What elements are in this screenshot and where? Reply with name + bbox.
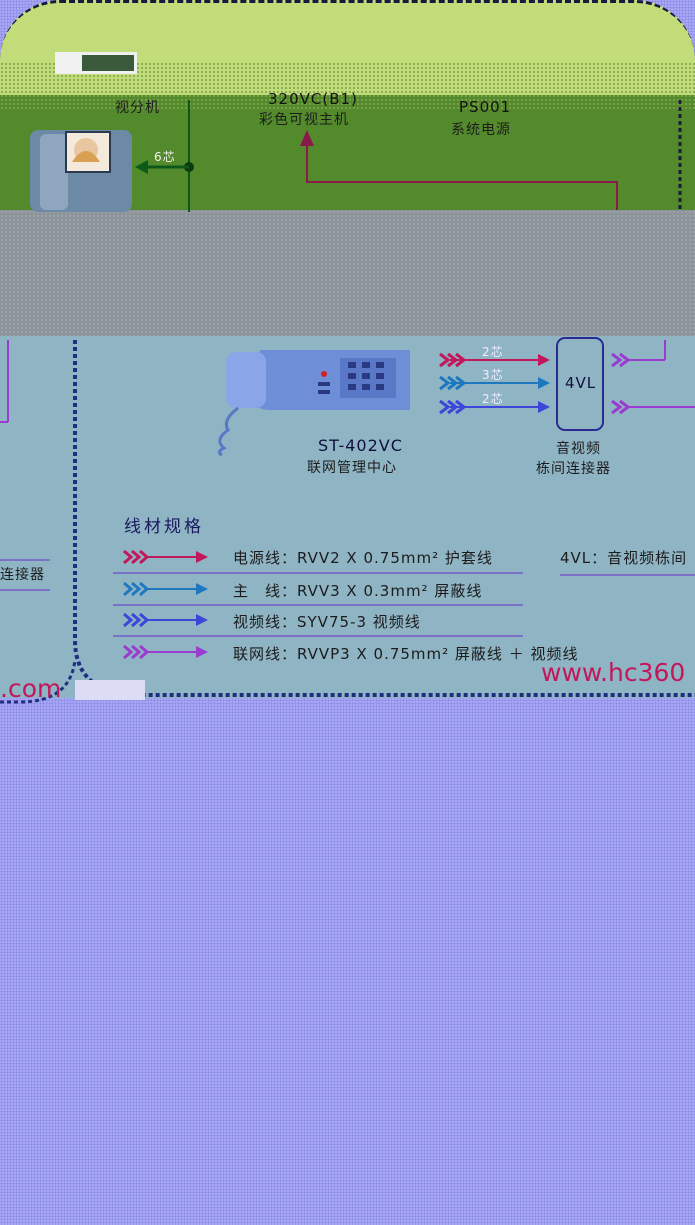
spec-title: 线材规格: [124, 517, 204, 537]
left-connector-label: 连接器: [0, 567, 45, 583]
spec-row: 视频线：SYV75-3 视频线: [113, 605, 523, 637]
power-arrow: [300, 130, 314, 146]
power-wire: [306, 140, 618, 210]
watermark-url-right: www.hc360: [541, 658, 686, 687]
spec-text-main: 主 线：RVV3 X 0.3mm² 屏蔽线: [233, 582, 483, 600]
spec-text-power: 电源线：RVV2 X 0.75mm² 护套线: [233, 549, 493, 567]
host-model-label: 320VC(B1): [268, 90, 358, 108]
connector-box: [556, 337, 604, 431]
blue-border-dashed: [73, 340, 695, 697]
six-core-label: 6芯: [154, 150, 176, 164]
core-bot-label: 2芯: [482, 392, 504, 406]
spec-text-network: 联网线：RVVP3 X 0.75mm² 屏蔽线 ＋ 视频线: [233, 645, 579, 663]
core-arrows: [439, 352, 550, 415]
center-name-label: 联网管理中心: [307, 460, 397, 476]
connector-code-label: 4VL: [565, 374, 597, 392]
gray-dither-band: [0, 210, 695, 338]
core-mid-label: 3芯: [482, 368, 504, 382]
blue-corner-patch: [75, 680, 145, 700]
watermark-url-left: .com: [0, 674, 62, 703]
indoor-videophone-icon: [30, 130, 132, 212]
power-name-label: 系统电源: [451, 122, 511, 138]
indoor-unit-label: 视分机: [115, 100, 160, 116]
network-output-arrows: [611, 340, 695, 415]
spec-row: 电源线：RVV2 X 0.75mm² 护套线: [113, 542, 523, 574]
blue-corner-dashed: [0, 659, 77, 704]
host-name-label: 彩色可视主机: [259, 112, 349, 128]
spec-row: 主 线：RVV3 X 0.3mm² 屏蔽线: [113, 574, 523, 606]
top-device-screen: [82, 55, 134, 71]
spec-legend-arrows: [123, 549, 208, 660]
management-center-phone-icon: [217, 350, 410, 457]
connector-line2-label: 栋间连接器: [536, 461, 611, 477]
power-model-label: PS001: [459, 98, 512, 116]
spec-text-video: 视频线：SYV75-3 视频线: [233, 613, 421, 631]
connector-line1-label: 音视频: [556, 441, 601, 457]
spec-row: 联网线：RVVP3 X 0.75mm² 屏蔽线 ＋ 视频线: [113, 637, 577, 667]
spec-side-note: 4VL：音视频栋间: [560, 547, 695, 576]
six-core-arrow: [135, 160, 148, 174]
core-top-label: 2芯: [482, 345, 504, 359]
center-model-label: ST-402VC: [318, 436, 403, 455]
